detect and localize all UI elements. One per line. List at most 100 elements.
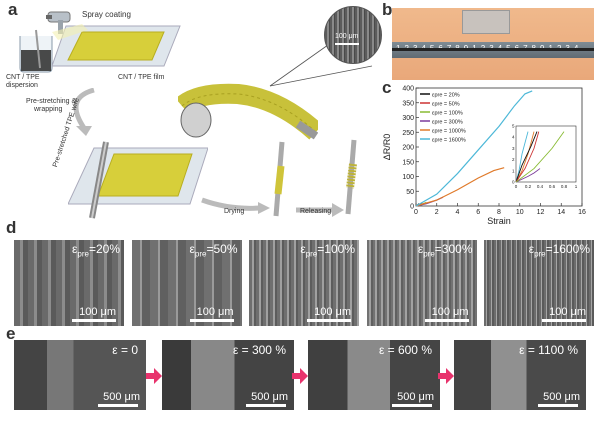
inset-x-tick-label: 0.4 — [537, 184, 544, 189]
panel-a-label: a — [8, 0, 18, 19]
inset-frame — [515, 125, 577, 183]
beaker-illustration — [19, 29, 53, 73]
sem-inset-circle: 100 μm — [324, 6, 382, 64]
epsilon-subscript: pre — [423, 249, 435, 259]
x-tick-label: 6 — [476, 209, 480, 216]
sem-image-d: εpre=1600% 100 μm — [484, 240, 594, 326]
epsilon-subscript: pre — [534, 249, 546, 259]
strain-label: εpre=50% — [190, 242, 238, 258]
film-label: CNT / TPE film — [118, 74, 165, 81]
inset-x-tick-label: 0.8 — [561, 184, 568, 189]
sem-image-d: εpre=100% 100 μm — [249, 240, 359, 326]
inset-y-tick-label: 3 — [512, 146, 515, 151]
scale-bar — [189, 319, 234, 322]
inset-y-tick-label: 4 — [512, 135, 515, 140]
series-line — [415, 90, 533, 207]
wire-coated-2 — [345, 139, 357, 215]
strain-value: =1600% — [545, 242, 590, 256]
scale-bar-text: 100 μm — [549, 306, 586, 318]
epsilon-symbol: ε — [189, 242, 195, 256]
legend-entry: εpre = 300% — [432, 120, 463, 126]
y-tick-label: 200 — [402, 145, 414, 152]
drying-label: Drying — [224, 208, 245, 215]
strain-label: εpre=100% — [300, 242, 355, 258]
inset-series-line — [515, 131, 535, 183]
scale-bar — [538, 404, 578, 407]
scale-bar-text: 500 μm — [397, 391, 434, 403]
epsilon-subscript: pre — [77, 249, 89, 259]
panel-b-label: b — [382, 0, 393, 19]
scale-bar — [72, 319, 116, 322]
strain-value: =100% — [317, 242, 355, 256]
sem-image-d: εpre=20% 100 μm — [14, 240, 124, 326]
sem-image-d: εpre=300% 100 μm — [366, 240, 477, 326]
scale-bar — [307, 319, 351, 322]
progression-arrow — [292, 368, 308, 384]
inset-x-tick-label: 0.2 — [525, 184, 532, 189]
legend-entry: εpre = 50% — [432, 102, 460, 108]
inset-series-line — [515, 168, 541, 183]
dispersion-label-1: CNT / TPE — [6, 74, 40, 81]
strain-label: ε = 0 — [112, 343, 138, 357]
spray-gun-illustration — [46, 11, 71, 34]
inset-series-line — [515, 131, 540, 183]
x-tick-label: 16 — [578, 209, 586, 216]
x-tick-label: 8 — [497, 209, 501, 216]
epsilon-symbol: ε — [417, 242, 424, 256]
process-arrow-1 — [73, 88, 95, 136]
scale-bar-text: 100 μm — [314, 306, 351, 318]
spray-coating-text: Spray coating — [82, 10, 131, 19]
epsilon-symbol: ε — [72, 242, 78, 256]
panel-d-label: d — [6, 218, 17, 237]
x-tick-label: 2 — [435, 209, 439, 216]
strain-value: =300% — [434, 242, 473, 256]
sem-image-e: ε = 1100 % 500 μm — [454, 340, 586, 410]
strain-value: =50% — [206, 242, 238, 256]
inset-y-tick-label: 2 — [512, 157, 515, 162]
scale-bar — [542, 319, 586, 322]
epsilon-symbol: ε — [300, 242, 306, 256]
strain-label: εpre=1600% — [529, 242, 590, 258]
strain-label: ε = 300 % — [232, 343, 286, 357]
strain-label: ε = 1100 % — [519, 343, 578, 357]
sem-image-d: εpre=50%100 μm — [131, 240, 242, 326]
photo-inset — [462, 10, 510, 34]
scale-bar-text: 100 μm — [431, 306, 469, 318]
process-arrows-2 — [201, 197, 344, 217]
prestretch-label-2: wrapping — [34, 106, 63, 113]
scale-bar — [246, 404, 286, 407]
inset-x-tick-label: 0 — [515, 184, 518, 189]
progression-arrow — [438, 368, 454, 384]
scale-bar-text: 100 μm — [79, 306, 116, 318]
y-tick-label: 0 — [410, 204, 414, 211]
inset-scale-text: 100 μm — [335, 33, 359, 40]
panel-e-label: e — [6, 324, 16, 343]
strain-label: εpre=20% — [72, 242, 120, 258]
strain-label: ε = 600 % — [378, 343, 432, 357]
y-tick-label: 300 — [402, 115, 414, 122]
scale-bar — [98, 404, 138, 407]
x-axis-label: Strain — [487, 216, 511, 226]
x-tick-label: 12 — [537, 209, 545, 216]
x-tick-label: 4 — [456, 209, 460, 216]
scale-bar — [424, 319, 469, 322]
film-with-wire — [68, 141, 208, 219]
photo-ruler: 1 2 3 4 5 6 7 8 9 1 2 3 4 5 6 7 8 9 1 2 … — [392, 8, 594, 80]
epsilon-subscript: pre — [194, 249, 207, 259]
y-tick-label: 400 — [402, 86, 414, 93]
scale-bar-text: 500 μm — [251, 391, 288, 403]
inset-series-line — [515, 131, 529, 183]
progression-arrow — [146, 368, 162, 384]
wrapped-wire-illustration — [178, 83, 318, 140]
epsilon-subscript: pre — [305, 249, 318, 259]
x-tick-label: 0 — [414, 209, 418, 216]
legend-entry: εpre = 1000% — [432, 129, 466, 135]
stretched-wire — [392, 48, 594, 51]
sem-image-e: ε = 600 % 500 μm — [308, 340, 440, 410]
scale-bar-text: 500 μm — [543, 391, 580, 403]
wire-coated-1 — [273, 141, 285, 217]
y-tick-label: 100 — [402, 174, 414, 181]
legend-entry: εpre = 20% — [432, 93, 460, 99]
